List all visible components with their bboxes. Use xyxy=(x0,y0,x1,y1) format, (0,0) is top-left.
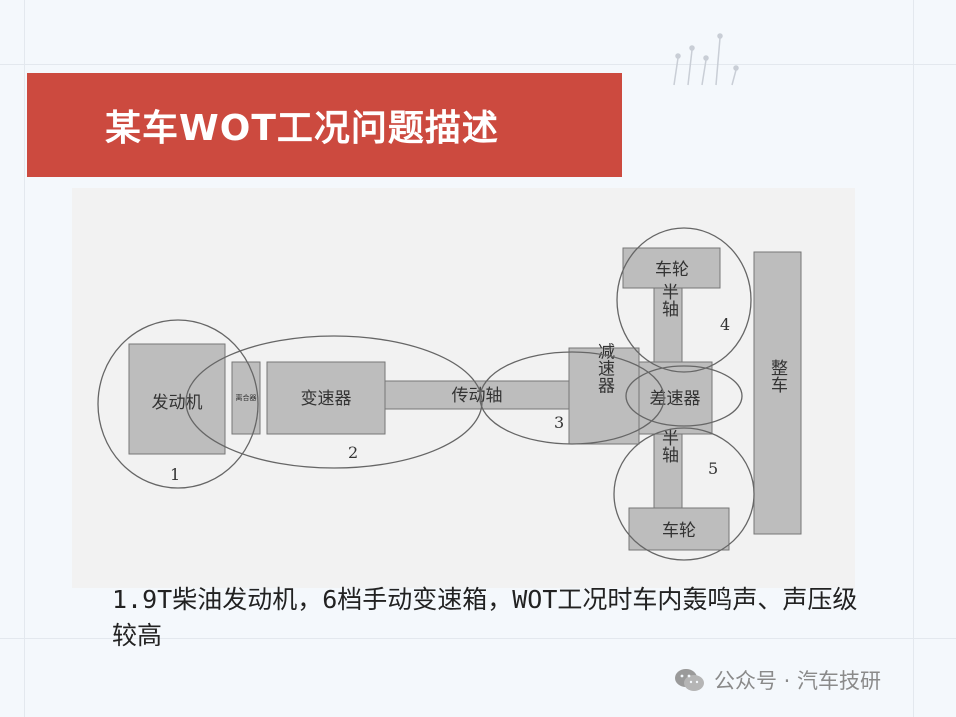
wheel-lower-label: 车轮 xyxy=(662,521,696,541)
wheel-upper-block xyxy=(622,247,721,289)
region-5-ellipse xyxy=(613,427,755,561)
region-differential-ellipse xyxy=(625,365,743,427)
region-label-1: 1 xyxy=(170,465,180,484)
clutch-label: 离合器 xyxy=(236,393,257,402)
clutch-block xyxy=(231,361,261,435)
frame-line-right xyxy=(913,0,914,717)
frame-line-top xyxy=(0,64,956,65)
title-banner: 某车WOT工况问题描述 xyxy=(27,73,622,177)
engine-block xyxy=(128,343,226,455)
slide-title: 某车WOT工况问题描述 xyxy=(105,108,499,149)
vehicle-block xyxy=(753,251,802,535)
halfshaft-lower-label: 半轴 xyxy=(658,429,679,463)
region-1-ellipse xyxy=(97,319,259,489)
watermark: 公众号 · 汽车技研 xyxy=(672,662,881,698)
region-label-2: 2 xyxy=(348,443,358,462)
reducer-block xyxy=(568,347,640,445)
region-label-5: 5 xyxy=(708,459,718,478)
engine-label: 发动机 xyxy=(152,393,203,413)
driveshaft-label: 传动轴 xyxy=(452,386,503,406)
region-label-3: 3 xyxy=(554,413,564,432)
gearbox-label: 变速器 xyxy=(301,389,352,409)
region-label-4: 4 xyxy=(720,315,730,334)
region-3-ellipse xyxy=(479,351,665,445)
slide-caption: 1.9T柴油发动机，6档手动变速箱，WOT工况时车内轰鸣声、声压级较高 xyxy=(112,585,858,650)
wechat-icon xyxy=(675,669,704,691)
vehicle-label: 整车 xyxy=(767,359,788,393)
wheel-lower-block xyxy=(628,507,730,551)
decorative-lines-icon xyxy=(673,33,739,86)
halfshaft-upper-label: 半轴 xyxy=(658,283,679,317)
region-4-ellipse xyxy=(616,227,752,373)
differential-label: 差速器 xyxy=(650,389,701,409)
region-2-ellipse xyxy=(185,335,483,469)
drivetrain-diagram: 发动机 离合器 变速器 传动轴 减速器 差速器 半轴 半轴 车轮 车轮 整车 1… xyxy=(72,188,855,588)
reducer-label: 减速器 xyxy=(594,342,615,393)
frame-line-left xyxy=(24,0,25,717)
frame-line-bottom xyxy=(0,638,956,639)
watermark-text: 公众号 · 汽车技研 xyxy=(714,669,882,693)
wheel-upper-label: 车轮 xyxy=(655,260,689,280)
